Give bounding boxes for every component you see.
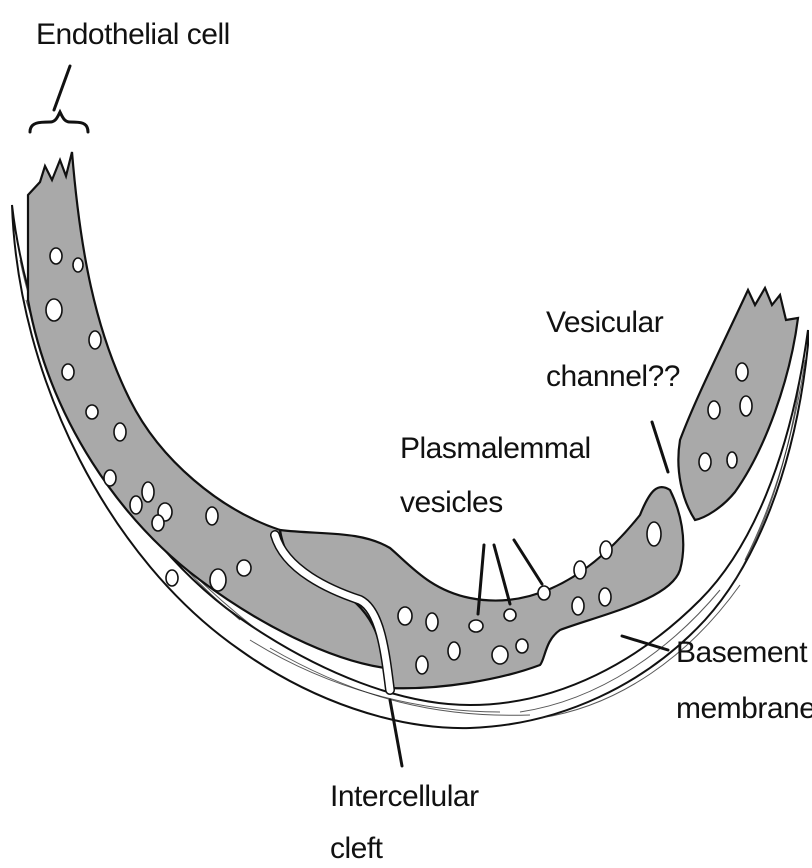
vesicle — [699, 453, 711, 471]
label-basement-line1: Basement — [676, 636, 808, 669]
vesicle — [574, 561, 586, 579]
vesicle — [538, 586, 550, 600]
vesicle — [727, 452, 737, 468]
vesicle — [448, 642, 460, 660]
vesicle — [740, 396, 752, 416]
endothelial-cell-right — [678, 288, 798, 520]
vesicle — [210, 569, 226, 591]
vesicle — [46, 299, 62, 321]
vesicle — [492, 646, 508, 664]
vesicle — [599, 588, 611, 606]
label-endothelial-cell: Endothelial cell — [36, 18, 230, 51]
vesicle — [398, 607, 412, 625]
label-basement-line2: membrane — [676, 692, 812, 725]
label-plasmalemmal-line2: vesicles — [400, 486, 503, 519]
vesicle — [73, 258, 83, 272]
vesicle — [600, 541, 612, 559]
vesicle — [416, 656, 428, 674]
vesicle — [166, 570, 178, 586]
vesicle — [237, 560, 251, 576]
vesicle — [572, 597, 584, 615]
vesicular-channel-pointer — [652, 422, 668, 472]
vesicle — [206, 507, 218, 525]
plasmalemmal-pointer-3 — [514, 540, 542, 584]
vesicle — [426, 613, 438, 631]
vesicle — [89, 331, 101, 349]
endothelial-cell-bracket — [30, 112, 88, 132]
plasmalemmal-pointer-2 — [494, 545, 510, 604]
vesicle — [469, 620, 483, 632]
vesicle — [736, 363, 748, 381]
label-intercellular-line2: cleft — [330, 832, 384, 865]
label-vesicular-channel-line2: channel?? — [546, 360, 680, 393]
vesicle — [504, 609, 516, 621]
vesicle — [104, 470, 116, 486]
label-intercellular-line1: Intercellular — [330, 780, 479, 813]
vesicle — [142, 482, 154, 502]
vesicle — [130, 496, 142, 514]
vesicle — [516, 639, 528, 653]
vesicle — [708, 401, 720, 419]
vesicle — [647, 522, 661, 546]
label-vesicular-channel-line1: Vesicular — [546, 306, 664, 339]
vesicle — [86, 405, 98, 419]
endothelial-cell-pointer — [54, 66, 70, 110]
vesicle — [62, 364, 74, 380]
label-plasmalemmal-line1: Plasmalemmal — [400, 432, 591, 465]
vesicle — [152, 515, 164, 531]
vesicle — [114, 423, 126, 441]
vesicle — [50, 248, 62, 264]
